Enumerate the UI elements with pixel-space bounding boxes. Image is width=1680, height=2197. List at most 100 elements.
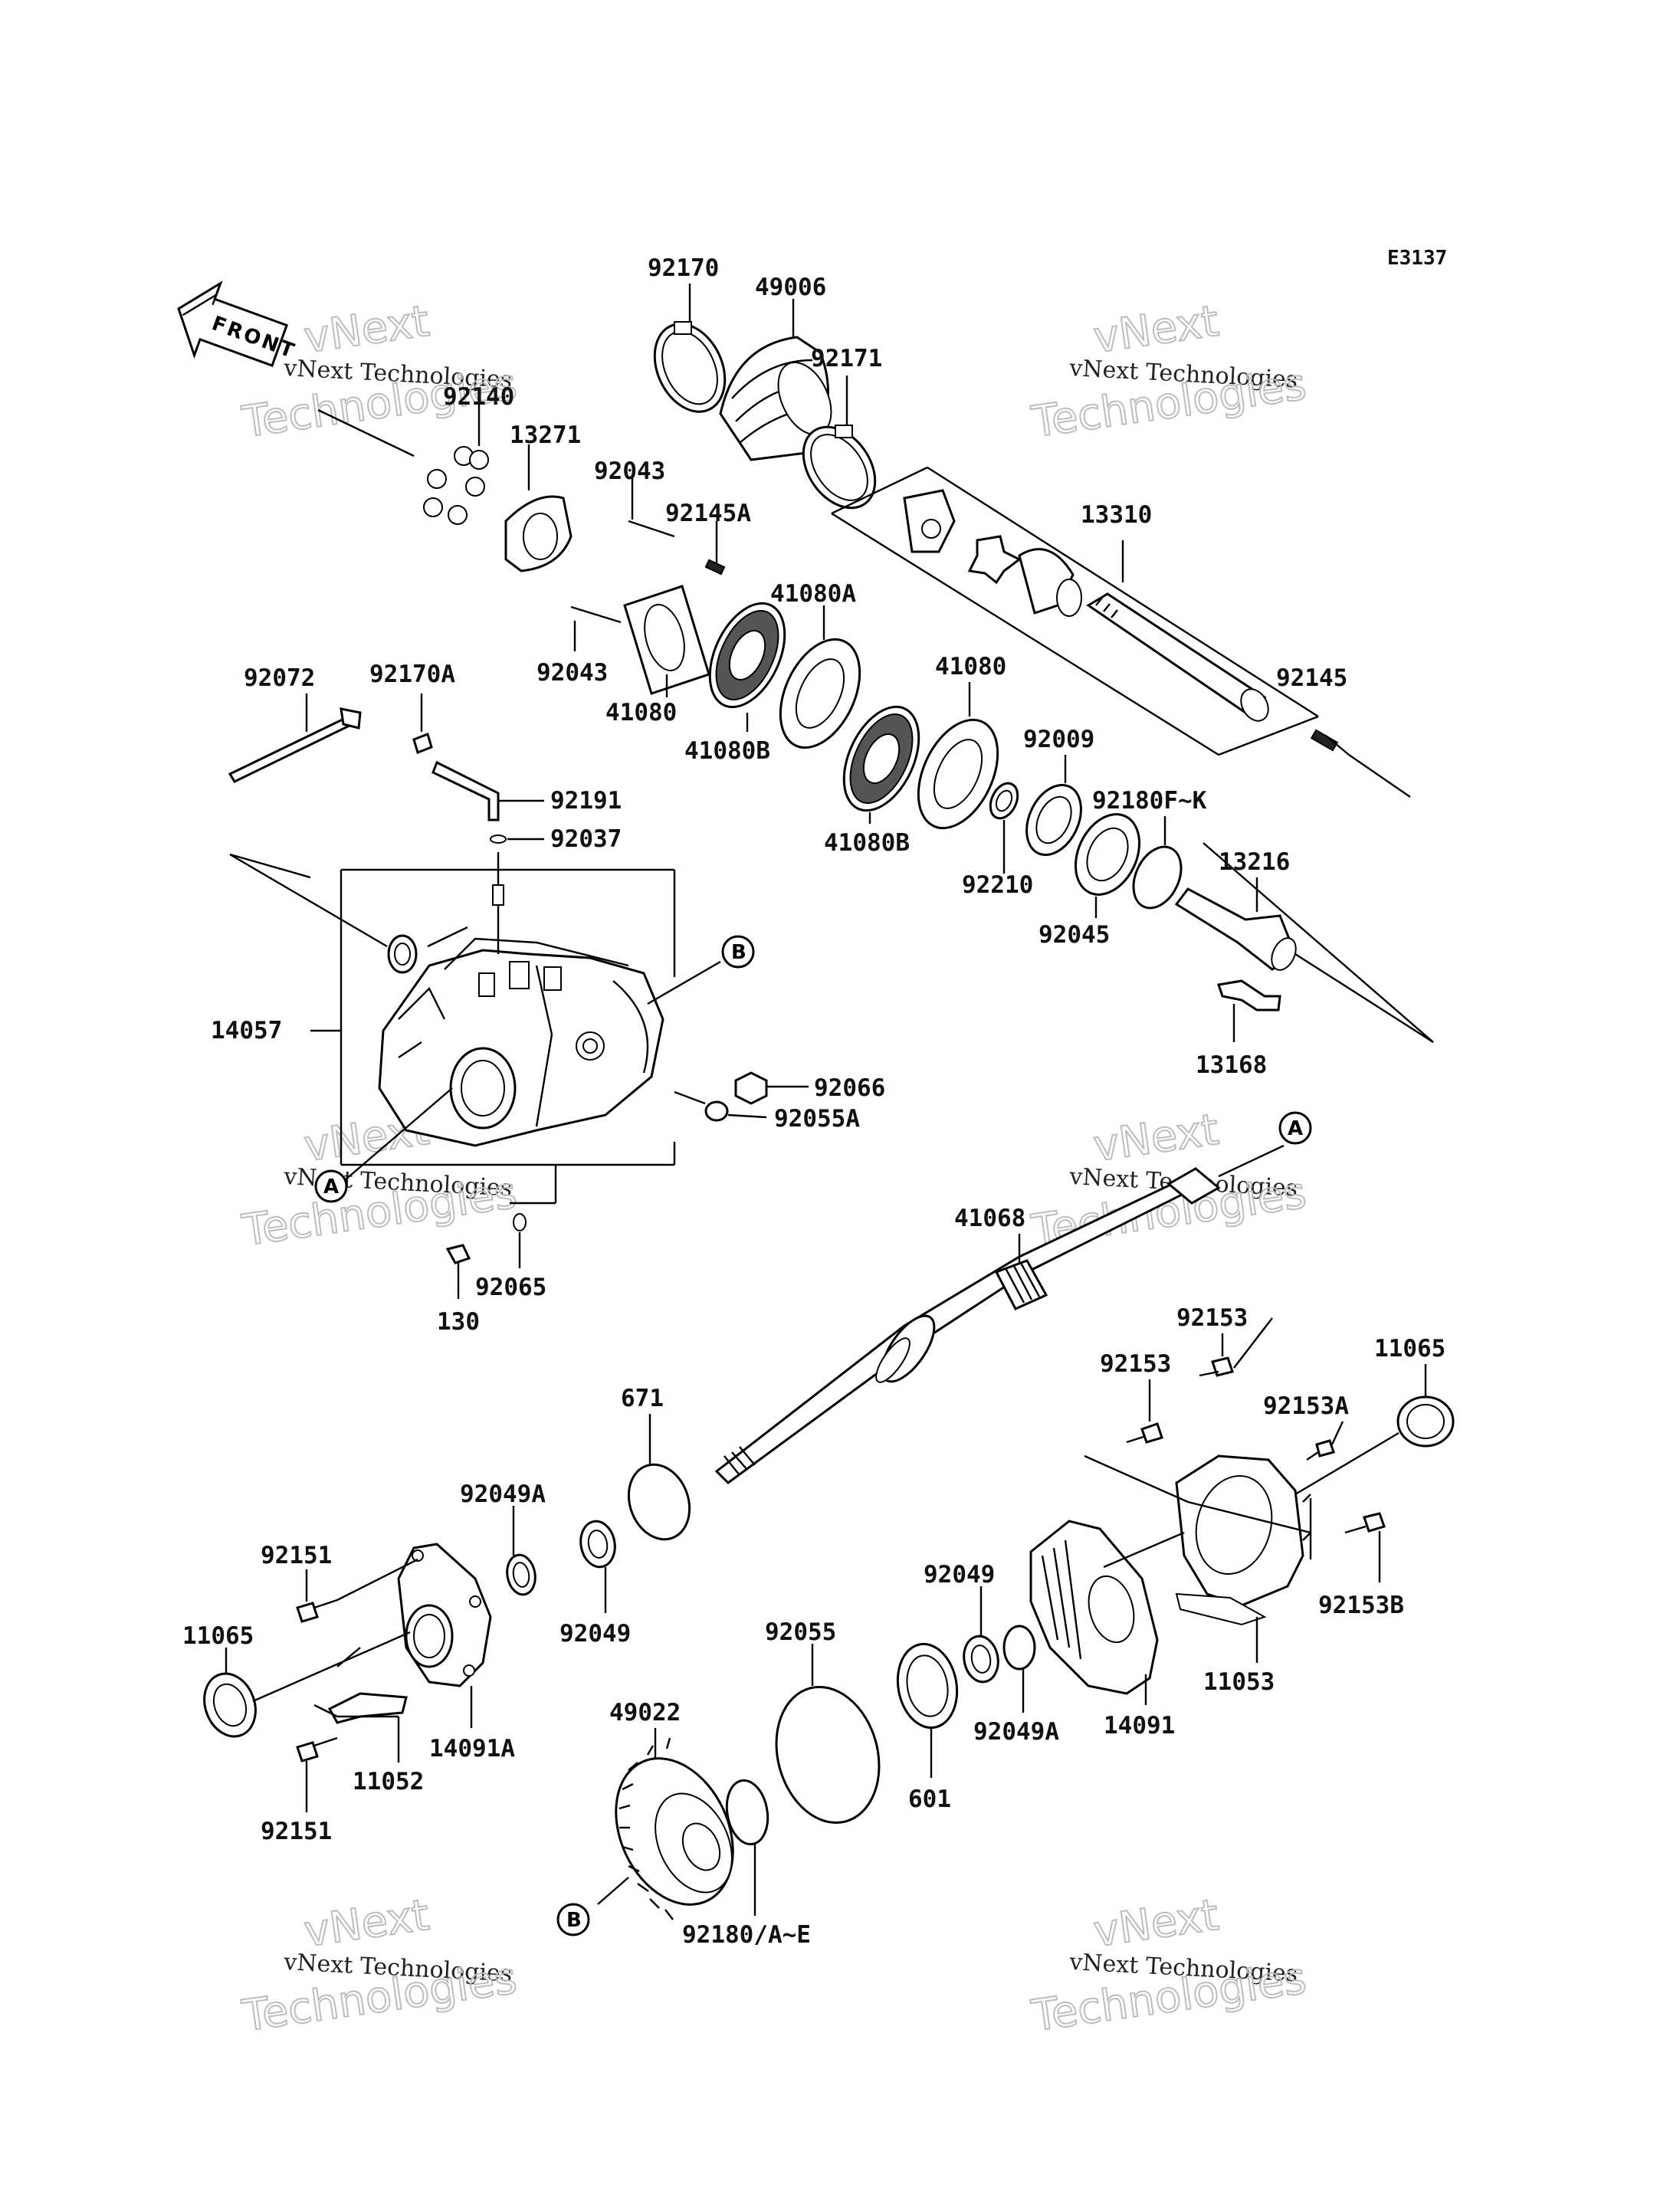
- label-92145A: 92145A: [665, 500, 751, 527]
- svg-text:vNext: vNext: [301, 297, 432, 363]
- label-92037: 92037: [550, 825, 622, 853]
- part-14057-seal: [387, 934, 418, 974]
- part-41080-steel-plate-1: [623, 585, 710, 697]
- part-92170-clamp: [653, 284, 727, 413]
- label-41080-left: 41080: [605, 699, 677, 726]
- label-41080-right: 41080: [935, 653, 1006, 680]
- label-92145: 92145: [1276, 664, 1347, 692]
- part-92049A-shim-left: [506, 1506, 536, 1596]
- svg-text:B: B: [731, 941, 746, 964]
- label-92049A-top: 92049A: [460, 1481, 546, 1508]
- label-92049-left: 92049: [559, 1620, 631, 1648]
- label-92180FK: 92180F~K: [1092, 787, 1207, 815]
- label-92049-right: 92049: [924, 1561, 995, 1589]
- part-49022-ring-gear: [597, 1728, 734, 1920]
- label-92171: 92171: [811, 345, 882, 372]
- watermark-bottom-right: vNext vNext Technologies Technologies: [1028, 1890, 1310, 2042]
- label-49022: 49022: [609, 1699, 681, 1726]
- label-92151-bottom: 92151: [261, 1818, 332, 1845]
- label-13216: 13216: [1219, 848, 1290, 876]
- part-92153B-bolt: [1344, 1512, 1386, 1582]
- svg-text:vNext: vNext: [1091, 297, 1222, 363]
- part-92153A-bolt: [1306, 1421, 1344, 1461]
- part-92049-seal-left: [579, 1520, 616, 1613]
- label-92009: 92009: [1023, 726, 1094, 753]
- part-14057-pin: [427, 926, 468, 948]
- label-13168: 13168: [1196, 1051, 1267, 1079]
- part-92140-rollers: [317, 395, 489, 525]
- part-92180AE-shim: [725, 1779, 769, 1916]
- part-92072-cable-tie: [228, 694, 362, 783]
- part-92009-nut: [1025, 755, 1082, 857]
- label-671: 671: [621, 1385, 664, 1412]
- label-92191: 92191: [550, 787, 622, 815]
- part-92191-breather-hose: [431, 760, 544, 821]
- part-13271-cam: [504, 444, 573, 572]
- part-92153-bolts: [1126, 1317, 1273, 1444]
- part-92210-oil-seal: [989, 782, 1019, 874]
- part-13216-pinion-gear: [1174, 842, 1434, 1044]
- part-671-o-ring: [627, 1414, 691, 1541]
- svg-text:A: A: [323, 1176, 339, 1199]
- part-92043-pins: [570, 475, 675, 651]
- watermark-top-right: vNext vNext Technologies Technologies: [1028, 296, 1310, 448]
- part-92049-seal-right: [963, 1586, 999, 1684]
- part-41068-drive-shaft: [714, 1167, 1221, 1484]
- label-14057: 14057: [211, 1017, 282, 1044]
- label-92153-top: 92153: [1176, 1304, 1248, 1332]
- part-14091A-left-housing: [397, 1543, 492, 1728]
- label-92066: 92066: [814, 1074, 885, 1102]
- label-92180AE: 92180/A~E: [682, 1921, 811, 1949]
- part-14057-case: [378, 937, 664, 1147]
- svg-text:vNext: vNext: [1091, 1105, 1222, 1172]
- part-11053-cover: [1175, 1454, 1304, 1663]
- label-92055: 92055: [765, 1618, 836, 1646]
- part-92045-bearing: [1074, 813, 1141, 918]
- label-14091A: 14091A: [429, 1735, 515, 1763]
- label-14091: 14091: [1104, 1712, 1175, 1740]
- part-11065-seal-right: [1294, 1364, 1455, 1496]
- label-92045: 92045: [1039, 921, 1110, 949]
- part-92151-bolt-top: [296, 1558, 418, 1623]
- svg-text:vNext: vNext: [1091, 1890, 1222, 1957]
- label-92151-top: 92151: [261, 1542, 332, 1569]
- part-14091-right-housing: [1029, 1520, 1185, 1705]
- part-13310-joint-assembly: [831, 466, 1319, 756]
- callout-a-right: A: [1278, 1111, 1312, 1145]
- label-49006: 49006: [755, 274, 826, 301]
- label-92153B: 92153B: [1318, 1592, 1404, 1619]
- label-92055A: 92055A: [774, 1105, 860, 1133]
- label-41080A: 41080A: [770, 580, 856, 608]
- diagram-ref-code: E3137: [1387, 247, 1447, 270]
- part-92145-pin: [1310, 729, 1411, 798]
- label-92210: 92210: [962, 871, 1033, 899]
- label-11052: 11052: [353, 1768, 424, 1795]
- part-92055A-o-ring: [674, 1090, 767, 1122]
- label-92153A: 92153A: [1263, 1392, 1349, 1420]
- label-130: 130: [437, 1308, 480, 1336]
- part-92151-bolt-bottom: [296, 1736, 338, 1812]
- part-49006-boot: [719, 299, 832, 461]
- part-92049A-shim-right: [1002, 1625, 1036, 1713]
- part-41080B-friction-plate-2: [842, 705, 920, 824]
- callout-b-bottom: B: [556, 1903, 590, 1936]
- label-92153-left: 92153: [1100, 1350, 1171, 1378]
- watermark-top-left: vNext vNext Technologies Technologies: [238, 296, 520, 448]
- label-92170A: 92170A: [369, 661, 455, 688]
- label-41080B-bottom: 41080B: [824, 829, 910, 857]
- label-92170: 92170: [648, 254, 719, 282]
- svg-text:B: B: [566, 1909, 582, 1932]
- part-41080B-friction-plate-1: [708, 602, 786, 732]
- label-92043-bottom: 92043: [536, 659, 608, 687]
- label-11065-right: 11065: [1374, 1335, 1445, 1362]
- part-labels: 92170 49006 92171 92140 13271 92043 9214…: [182, 254, 1445, 1949]
- part-601-bearing: [896, 1642, 959, 1778]
- label-13271: 13271: [510, 421, 581, 449]
- label-11053: 11053: [1203, 1668, 1275, 1696]
- label-92072: 92072: [244, 664, 315, 692]
- part-41080A-steel-plate-2: [779, 605, 861, 749]
- part-92037-clamp: [490, 835, 544, 844]
- label-601: 601: [908, 1785, 951, 1813]
- label-13310: 13310: [1081, 501, 1152, 529]
